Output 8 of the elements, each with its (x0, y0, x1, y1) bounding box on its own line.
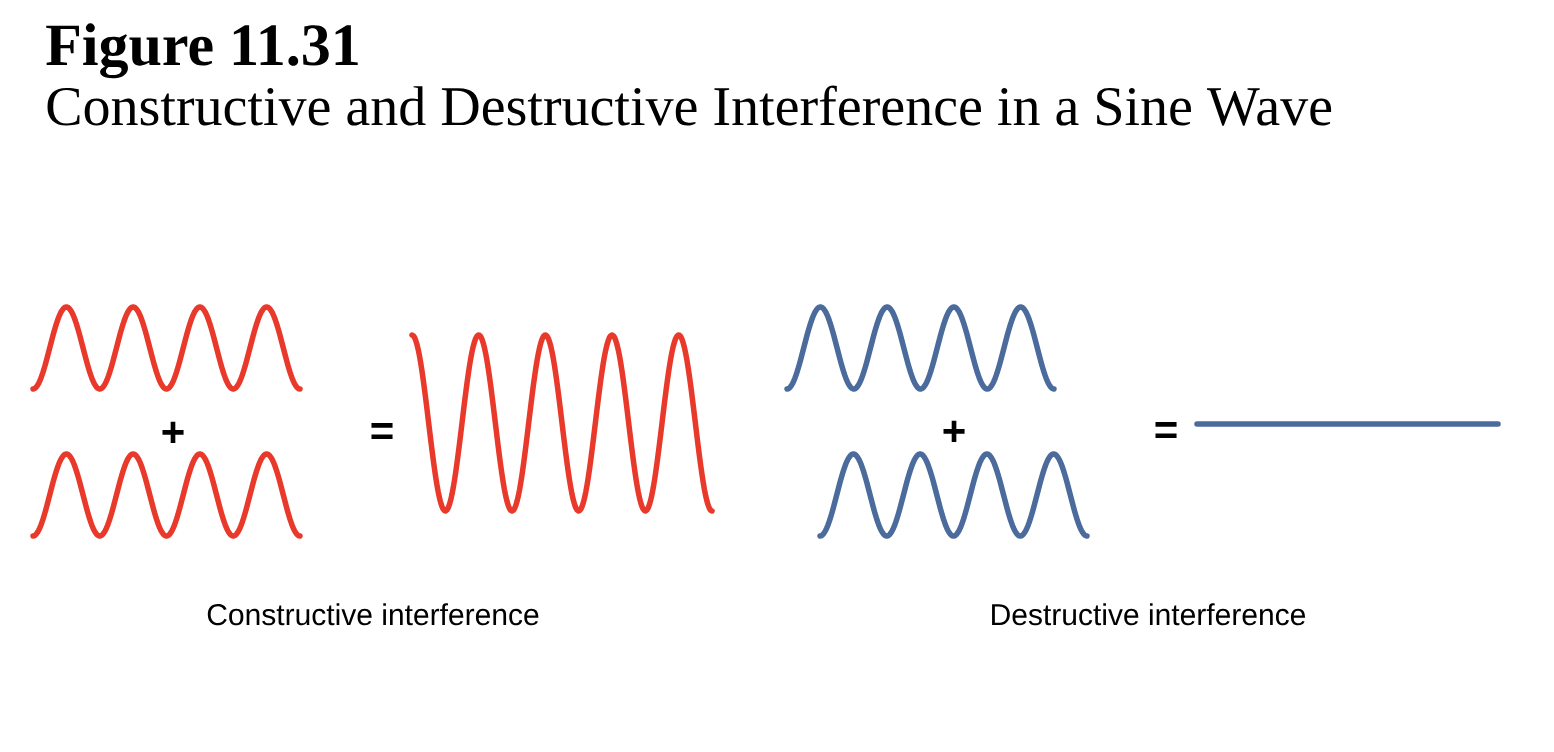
equals-sign: = (1155, 422, 1177, 438)
equals-sign: = (371, 423, 393, 439)
figure-number: Figure 11.31 (46, 23, 358, 79)
figure-title: Constructive and Destructive Interference in a Sine Wave (47, 85, 1332, 126)
plus-sign: + (943, 420, 965, 442)
plus-sign: + (162, 421, 184, 443)
panel-caption: Constructive interference (207, 603, 539, 626)
panel-caption: Destructive interference (992, 603, 1306, 626)
